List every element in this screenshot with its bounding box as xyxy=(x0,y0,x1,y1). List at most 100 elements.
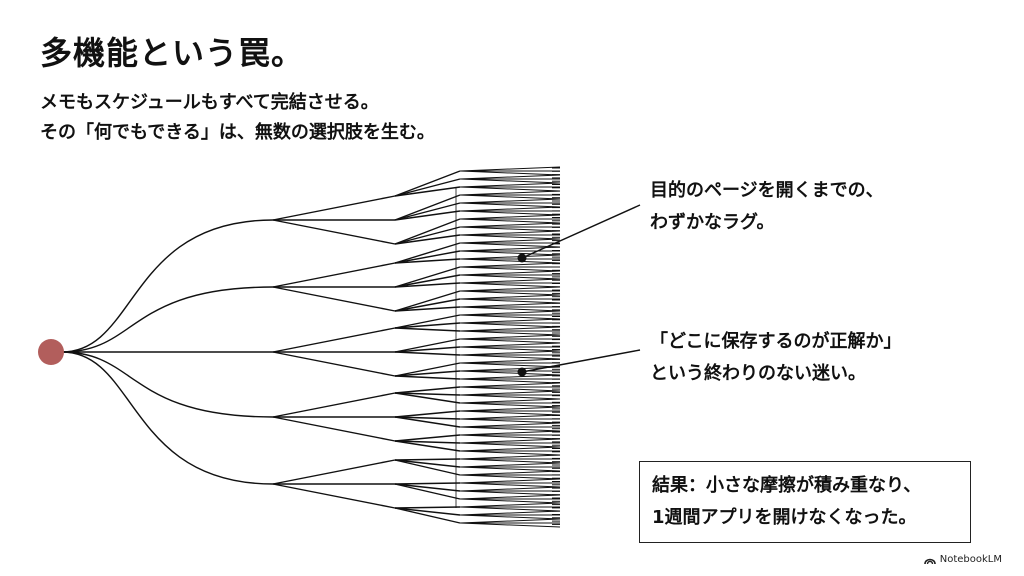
branch-level-2 xyxy=(272,327,396,353)
branch-level-3 xyxy=(394,338,461,353)
leaf-branch xyxy=(459,434,561,440)
leaf-branch xyxy=(459,270,561,276)
leaf-branch xyxy=(459,186,561,192)
leaf-branch xyxy=(459,498,561,504)
trunk-branch xyxy=(61,219,274,353)
branch-level-2 xyxy=(272,351,396,377)
branch-level-3 xyxy=(394,258,461,264)
leaf-branch xyxy=(459,398,561,404)
branch-level-2 xyxy=(272,219,396,245)
leaf-branch xyxy=(459,346,561,352)
leaf-branch xyxy=(459,234,561,240)
leaf-branch xyxy=(459,446,561,452)
branch-level-2 xyxy=(272,483,396,509)
leaf-branch xyxy=(459,250,561,256)
leaf-branch xyxy=(459,242,561,248)
callout-confusion-line-2: という終わりのない迷い。 xyxy=(650,363,866,384)
leaf-branch xyxy=(459,522,561,528)
branch-level-3 xyxy=(394,410,461,418)
branch-level-2 xyxy=(272,416,396,442)
branch-level-3 xyxy=(394,250,461,264)
branch-level-3 xyxy=(394,370,461,377)
leaf-branch xyxy=(459,454,561,460)
leaf-branch xyxy=(459,486,561,492)
leaf-branch xyxy=(459,502,561,508)
leaf-branch xyxy=(459,190,561,196)
leaf-branch xyxy=(459,166,561,172)
callout-lines xyxy=(517,204,641,377)
leaf-branch xyxy=(459,474,561,480)
branch-level-3 xyxy=(394,482,461,485)
branch-level-3 xyxy=(394,218,461,245)
leaf-branch xyxy=(459,478,561,484)
leaf-branch xyxy=(459,262,561,268)
leaf-branch xyxy=(459,338,561,344)
leaf-branch xyxy=(459,430,561,436)
leaf-branch xyxy=(459,342,561,348)
leaf-branch xyxy=(459,178,561,184)
branch-level-3 xyxy=(394,242,461,264)
leaf-branch xyxy=(459,418,561,424)
branch-level-3 xyxy=(394,507,461,516)
trunk-branch xyxy=(61,351,274,485)
leaf-branch xyxy=(459,510,561,516)
leaf-branch xyxy=(459,482,561,488)
leaf-branch xyxy=(459,174,561,180)
callout-lag-line-2: わずかなラグ。 xyxy=(650,212,775,233)
branch-level-3 xyxy=(394,298,461,312)
leaf-branch xyxy=(459,438,561,444)
result-line-1: 結果：小さな摩擦が積み重なり、 xyxy=(652,475,922,496)
leaf-branch xyxy=(459,310,561,316)
brand-watermark: NotebookLM xyxy=(923,554,1002,565)
leaf-branch xyxy=(459,306,561,312)
leaf-branch xyxy=(459,470,561,476)
branch-level-3 xyxy=(394,386,461,394)
tree-edges xyxy=(61,170,461,524)
callout-lag-dot xyxy=(517,253,527,263)
leaf-branch xyxy=(459,294,561,300)
slide-title: 多機能という罠。 xyxy=(40,34,305,72)
subtitle-line-2: その「何でもできる」は、無数の選択肢を生む。 xyxy=(40,122,435,143)
branch-level-3 xyxy=(394,274,461,288)
result-line-2: 1週間アプリを開けなくなった。 xyxy=(652,507,917,528)
branch-level-3 xyxy=(394,483,461,492)
callout-confusion-line-1: 「どこに保存するのが正解か」 xyxy=(650,331,902,352)
branch-level-3 xyxy=(394,178,461,197)
branch-level-3 xyxy=(394,322,461,329)
leaf-branch xyxy=(459,494,561,500)
leaf-branch xyxy=(459,330,561,336)
leaf-branch xyxy=(459,290,561,296)
leaf-branch xyxy=(459,362,561,368)
leaf-branch xyxy=(459,210,561,216)
leaf-branch xyxy=(459,354,561,360)
branch-level-3 xyxy=(394,282,461,288)
branch-level-3 xyxy=(394,234,461,245)
leaf-branch xyxy=(459,422,561,428)
leaf-branch xyxy=(459,402,561,408)
branch-level-3 xyxy=(394,416,461,420)
leaf-branch xyxy=(459,274,561,280)
leaf-branch xyxy=(459,442,561,448)
leaf-branch xyxy=(459,466,561,472)
leaf-branch xyxy=(459,258,561,264)
leaf-branch xyxy=(459,514,561,520)
tree-leaves xyxy=(455,166,561,528)
trunk-branch xyxy=(61,286,274,353)
leaf-branch xyxy=(459,394,561,400)
callout-confusion: 「どこに保存するのが正解か」 という終わりのない迷い。 xyxy=(650,326,901,390)
callout-lag-pointer xyxy=(521,204,641,259)
branch-level-3 xyxy=(394,375,461,380)
branch-level-3 xyxy=(394,362,461,377)
branch-level-3 xyxy=(394,290,461,312)
root-node xyxy=(38,339,64,365)
leaf-branch xyxy=(459,450,561,456)
leaf-branch xyxy=(459,326,561,332)
branch-level-3 xyxy=(394,434,461,442)
leaf-branch xyxy=(459,298,561,304)
leaf-branch xyxy=(459,370,561,376)
branch-level-2 xyxy=(272,262,396,288)
leaf-branch xyxy=(459,518,561,524)
leaf-branch xyxy=(459,198,561,204)
branch-level-2 xyxy=(272,392,396,418)
branch-level-3 xyxy=(394,194,461,221)
